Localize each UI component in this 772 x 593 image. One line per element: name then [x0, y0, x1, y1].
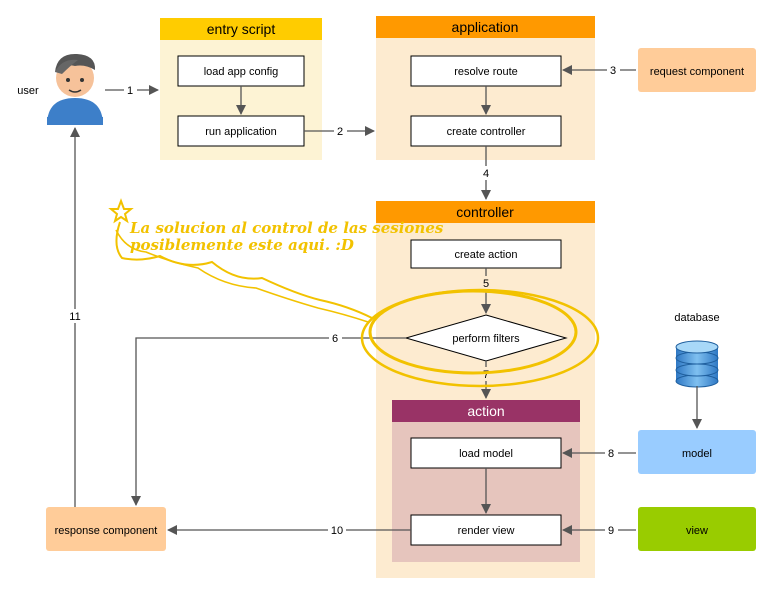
arrow-label-8: 8 [608, 448, 614, 460]
database-label: database [674, 312, 719, 324]
create-action-label: create action [455, 249, 518, 261]
request-component-box: request component [638, 48, 756, 92]
request-component-label: request component [650, 66, 744, 78]
load-model-label: load model [459, 448, 513, 460]
arrow-label-6: 6 [332, 333, 338, 345]
create-controller-box: create controller [410, 115, 562, 147]
user-label: user [17, 85, 39, 97]
load-model-box: load model [410, 437, 562, 469]
create-action-box: create action [410, 239, 562, 269]
run-application-box: run application [177, 115, 305, 147]
database-icon [675, 340, 719, 388]
run-application-label: run application [205, 126, 277, 138]
user-avatar-icon [47, 53, 103, 125]
arrow-label-5: 5 [483, 278, 489, 290]
arrow-label-1: 1 [127, 85, 133, 97]
annotation-scribble [115, 221, 600, 388]
action-title: action [467, 403, 504, 419]
resolve-route-label: resolve route [454, 66, 518, 78]
arrow-label-7: 7 [483, 369, 489, 381]
controller-title: controller [456, 204, 514, 220]
entry-script-title: entry script [207, 21, 276, 37]
model-label: model [682, 448, 712, 460]
arrow-label-10: 10 [331, 525, 343, 537]
render-view-label: render view [458, 525, 515, 537]
arrow-label-2: 2 [337, 126, 343, 138]
arrow-label-9: 9 [608, 525, 614, 537]
response-component-label: response component [55, 525, 158, 537]
view-box: view [638, 507, 756, 551]
annotation-line-2: posiblemente este aqui. :D [130, 236, 354, 254]
arrow-label-11: 11 [69, 311, 80, 323]
resolve-route-box: resolve route [410, 55, 562, 87]
perform-filters-label: perform filters [452, 333, 520, 345]
render-view-box: render view [410, 514, 562, 546]
create-controller-label: create controller [447, 126, 526, 138]
star-icon [108, 198, 134, 224]
model-box: model [638, 430, 756, 474]
load-app-config-box: load app config [177, 55, 305, 87]
response-component-box: response component [46, 507, 166, 551]
annotation-line-1: La solucion al control de las sesiones [129, 219, 444, 237]
load-app-config-label: load app config [204, 66, 279, 78]
view-label: view [686, 525, 708, 537]
arrow-label-4: 4 [483, 168, 489, 180]
arrow-labels: 1 2 3 4 5 6 7 8 9 10 11 [66, 63, 620, 537]
arrow-label-3: 3 [610, 65, 616, 77]
application-title: application [452, 19, 519, 35]
